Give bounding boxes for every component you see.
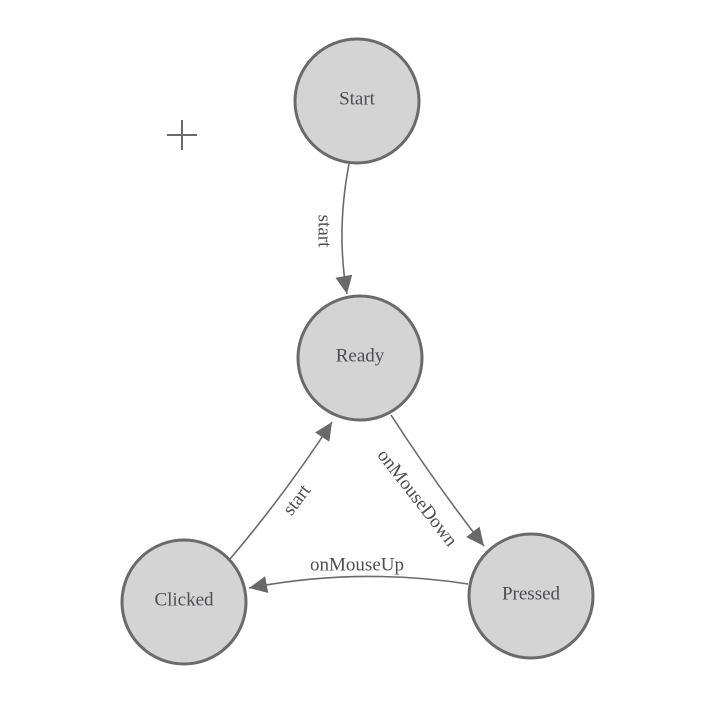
node-circle-clicked[interactable] [120,538,248,666]
state-node-pressed[interactable]: Pressed [467,532,595,660]
edge-label-start-to-ready: start [314,215,335,248]
node-circle-pressed[interactable] [467,532,595,660]
node-label-start: Start [339,89,376,110]
edge-label-pressed-to-clicked: onMouseUp [310,555,404,576]
transition-edge-start-to-ready[interactable]: start [314,163,353,295]
transition-edge-clicked-to-ready[interactable]: start [229,421,333,560]
node-label-clicked: Clicked [154,590,214,611]
arrowhead-icon [249,576,269,593]
node-label-pressed: Pressed [502,584,561,605]
crosshair-icon [167,120,197,150]
arrowhead-icon [335,274,353,294]
arrowhead-icon [466,526,484,546]
edge-label-clicked-to-ready: start [279,480,316,519]
edge-line[interactable] [229,421,333,560]
edge-line[interactable] [248,575,469,589]
node-circle-start[interactable] [293,37,421,165]
state-node-ready[interactable]: Ready [296,294,424,422]
node-label-ready: Ready [336,346,385,367]
arrowhead-icon [315,422,332,442]
node-circle-ready[interactable] [296,294,424,422]
state-node-start[interactable]: Start [293,37,421,165]
edge-line[interactable] [341,163,350,295]
state-node-clicked[interactable]: Clicked [120,538,248,666]
transition-edge-ready-to-pressed[interactable]: onMouseDown [373,414,485,551]
transition-edge-pressed-to-clicked[interactable]: onMouseUp [248,555,469,593]
